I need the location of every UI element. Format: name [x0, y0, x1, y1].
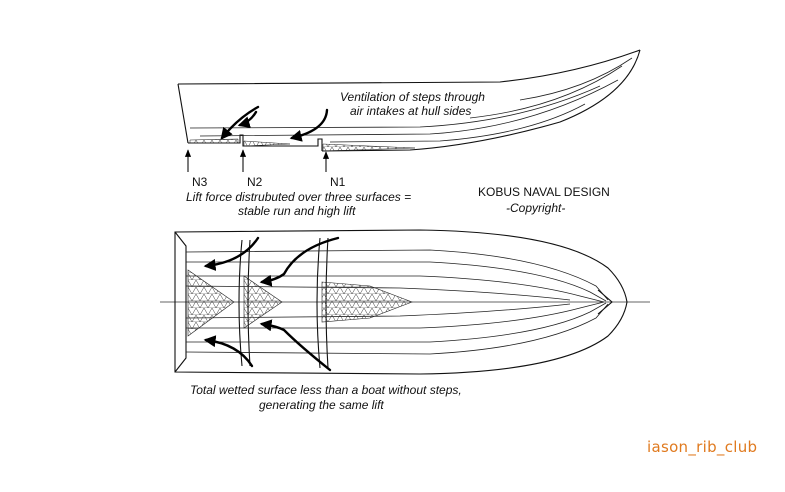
side-ventilation-arrows [220, 105, 329, 142]
step-label-n2: N2 [247, 175, 263, 189]
side-lift-surface-n1 [322, 143, 416, 152]
watermark-text: iason_rib_club [647, 438, 758, 456]
side-lift-surface-n3 [189, 138, 239, 144]
wetted-text-line1: Total wetted surface less than a boat wi… [190, 383, 462, 397]
plan-lift-surface-n3 [187, 269, 235, 337]
plan-lift-surface-n2 [243, 275, 283, 329]
step-label-n3: N3 [192, 175, 208, 189]
side-lift-surface-n2 [243, 140, 291, 147]
side-view-hull [177, 49, 641, 152]
ventilation-text-line1: Ventilation of steps through [340, 90, 485, 104]
designer-text: KOBUS NAVAL DESIGN [478, 185, 610, 199]
ventilation-text-line2: air intakes at hull sides [350, 104, 471, 118]
plan-view-hull [160, 229, 650, 375]
step-label-n1: N1 [330, 175, 346, 189]
plan-ventilation-arrows [203, 236, 340, 372]
step-indicator-arrows [184, 149, 330, 172]
lift-text-line2: stable run and high lift [238, 204, 356, 218]
wetted-text-line2: generating the same lift [259, 398, 384, 412]
lift-text-line1: Lift force distrubuted over three surfac… [186, 190, 411, 204]
copyright-text: -Copyright- [506, 201, 565, 215]
plan-lift-surface-n1 [321, 281, 413, 323]
